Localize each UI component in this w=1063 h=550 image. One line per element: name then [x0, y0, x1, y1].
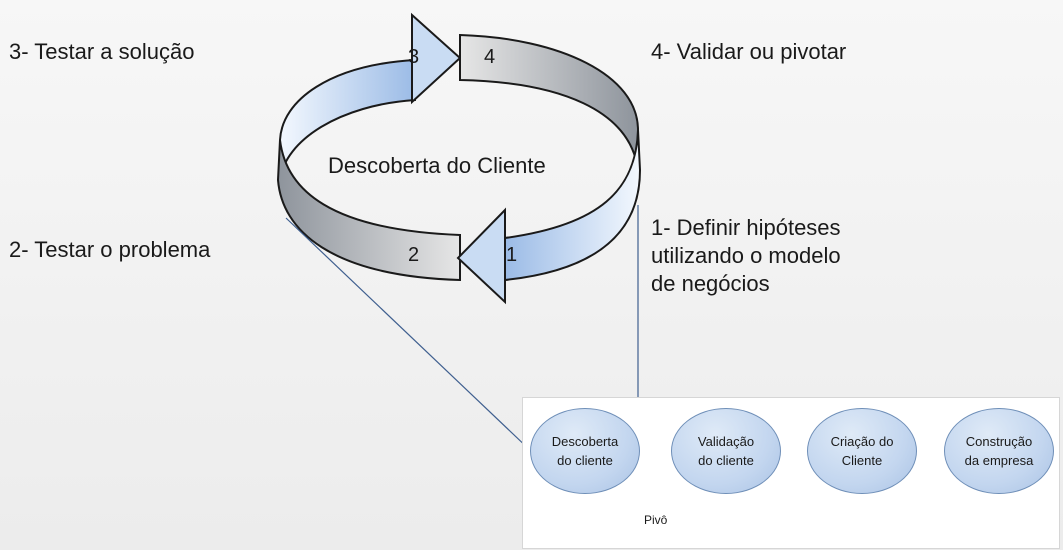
- step-3-label: 3- Testar a solução: [9, 39, 195, 64]
- ring-segment-2: [276, 139, 461, 282]
- arrowhead-1: [456, 207, 506, 305]
- step-1-label: 1- Definir hipóteses utilizando o modelo…: [651, 214, 841, 298]
- step-number-4: 4: [484, 46, 496, 68]
- connector-line-left: [285, 217, 533, 453]
- step-1-line-1: 1- Definir hipóteses: [651, 215, 841, 240]
- step-1-line-3: de negócios: [651, 271, 770, 296]
- arrowhead-3: [411, 12, 462, 105]
- step-number-2: 2: [408, 244, 420, 266]
- step-4-label: 4- Validar ou pivotar: [651, 39, 847, 64]
- step-number-1: 1: [506, 244, 518, 266]
- step-2-label: 2- Testar o problema: [9, 237, 211, 262]
- cycle-title: Descoberta do Cliente: [328, 153, 546, 178]
- step-1-line-2: utilizando o modelo: [651, 243, 841, 268]
- pivot-label: Pivô: [644, 513, 668, 527]
- step-number-3: 3: [408, 46, 420, 68]
